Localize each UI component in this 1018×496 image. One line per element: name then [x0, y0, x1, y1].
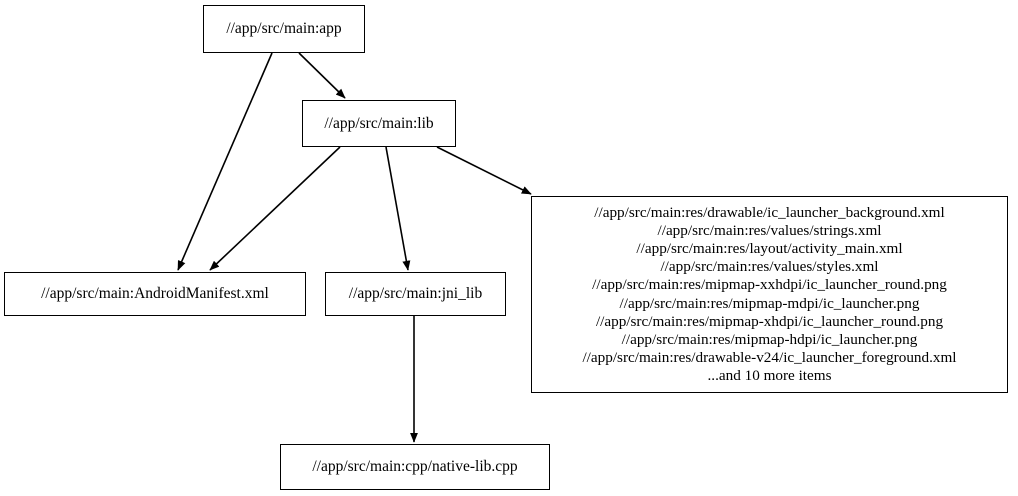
edge-lib-to-res-group	[436, 146, 532, 195]
graph-node-res-group-label: //app/src/main:res/drawable/ic_launcher_…	[582, 203, 957, 385]
graph-node-res-group[interactable]: //app/src/main:res/drawable/ic_launcher_…	[531, 196, 1008, 393]
edge-lib-to-jni-lib	[385, 146, 411, 271]
graph-node-lib-label: //app/src/main:lib	[324, 114, 434, 132]
graph-node-lib[interactable]: //app/src/main:lib	[302, 100, 456, 147]
graph-node-android-manifest[interactable]: //app/src/main:AndroidManifest.xml	[4, 272, 306, 316]
graph-node-jni-lib-label: //app/src/main:jni_lib	[348, 285, 483, 303]
graph-node-app[interactable]: //app/src/main:app	[203, 5, 365, 53]
graph-node-native-lib-cpp[interactable]: //app/src/main:cpp/native-lib.cpp	[280, 444, 550, 490]
edge-app-to-manifest	[177, 52, 273, 271]
edge-app-to-lib	[298, 52, 346, 99]
edge-lib-to-manifest	[209, 146, 341, 271]
graph-node-native-lib-cpp-label: //app/src/main:cpp/native-lib.cpp	[312, 458, 518, 476]
graph-node-android-manifest-label: //app/src/main:AndroidManifest.xml	[41, 285, 269, 303]
graph-node-jni-lib[interactable]: //app/src/main:jni_lib	[325, 272, 506, 316]
graph-node-app-label: //app/src/main:app	[226, 20, 342, 38]
